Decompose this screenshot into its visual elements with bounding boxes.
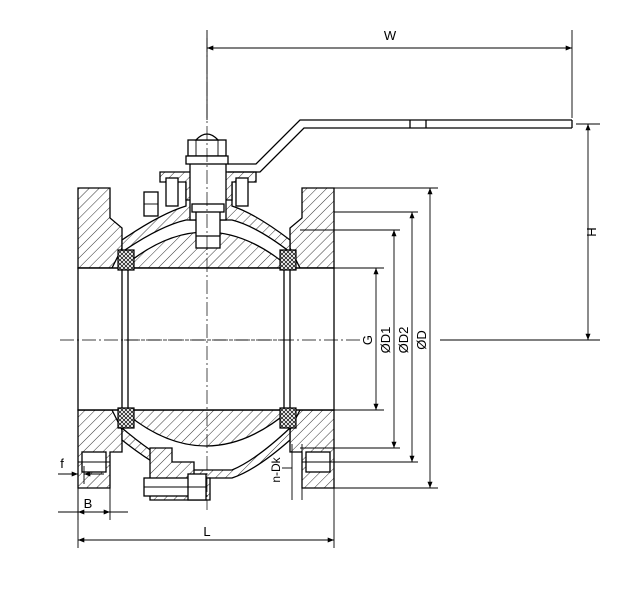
valve-body	[77, 179, 335, 501]
label-D: ØD	[414, 330, 429, 350]
dimension-D2: ØD2	[334, 211, 418, 463]
dimension-D1: ØD1	[300, 229, 400, 449]
label-W: W	[384, 28, 397, 43]
label-B: B	[84, 496, 93, 511]
dimension-G: G	[334, 267, 384, 411]
label-L: L	[203, 524, 210, 539]
dimension-L: L	[77, 488, 335, 548]
dimension-nDk: n-Dk	[269, 444, 303, 500]
dimension-W: W	[206, 28, 573, 120]
dimension-B: B	[58, 488, 128, 520]
dimension-D: ØD	[334, 187, 438, 489]
label-D1: ØD1	[378, 327, 393, 354]
dimension-f: f	[58, 456, 104, 484]
label-G: G	[360, 335, 375, 345]
label-D2: ØD2	[396, 327, 411, 354]
stem-assembly	[159, 133, 257, 249]
handle-lever	[228, 119, 573, 173]
dimension-H: H	[440, 123, 600, 341]
label-H: H	[584, 227, 599, 236]
label-f: f	[60, 456, 64, 471]
label-nDk: n-Dk	[269, 456, 283, 482]
